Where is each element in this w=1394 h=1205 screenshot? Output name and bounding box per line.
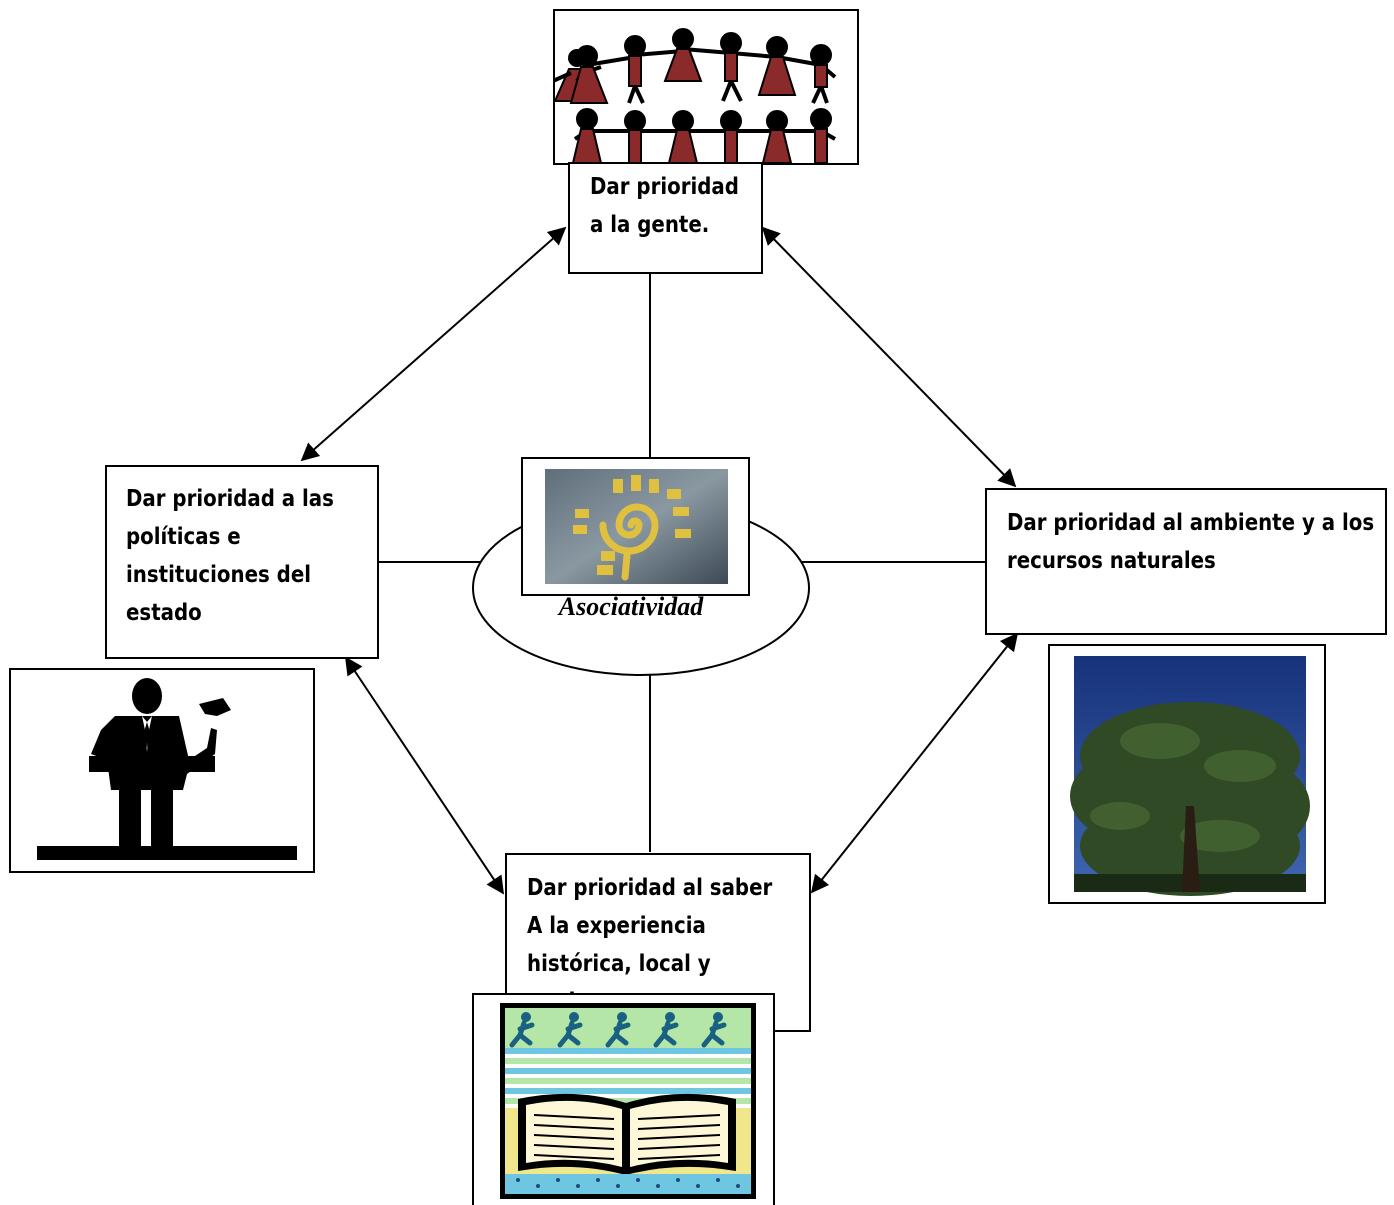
right-image-frame (1048, 644, 1326, 904)
tree-photo (1070, 656, 1310, 896)
people-holding-hands-icon (555, 28, 837, 163)
arrow-left-bottom (345, 656, 504, 895)
node-environment: Dar prioridad al ambiente y a los recurs… (985, 488, 1387, 635)
node-policies-line-2: políticas e (126, 524, 241, 550)
node-environment-line-1: Dar prioridad al ambiente y a los (1007, 510, 1375, 536)
node-policies-line-3: instituciones del (126, 562, 312, 588)
top-image-frame (553, 9, 859, 165)
center-label: Asociatividad (558, 592, 704, 621)
open-book-runners-icon (500, 1003, 756, 1199)
node-policies-line-1: Dar prioridad a las (126, 486, 334, 512)
bottom-image-frame (472, 993, 775, 1205)
node-knowledge-line-2: A la experiencia (527, 913, 706, 939)
spiral-petroglyph-icon (545, 469, 728, 584)
node-policies-line-4: estado (126, 600, 202, 626)
left-image-frame (9, 668, 315, 873)
node-people-line-2: a la gente. (590, 212, 710, 238)
node-policies: Dar prioridad a las políticas e instituc… (105, 465, 379, 659)
node-environment-line-2: recursos naturales (1007, 548, 1216, 574)
node-people: Dar prioridad a la gente. (568, 162, 763, 274)
node-people-line-1: Dar prioridad (590, 174, 739, 200)
arrow-right-bottom (810, 632, 1019, 894)
center-image-frame (521, 457, 750, 596)
arrow-top-left (300, 226, 567, 462)
arrow-top-right (761, 226, 1017, 488)
node-knowledge-line-1: Dar prioridad al saber (527, 875, 773, 901)
speaker-at-podium-icon (37, 678, 297, 860)
node-knowledge-line-3: histórica, local y (527, 951, 711, 977)
